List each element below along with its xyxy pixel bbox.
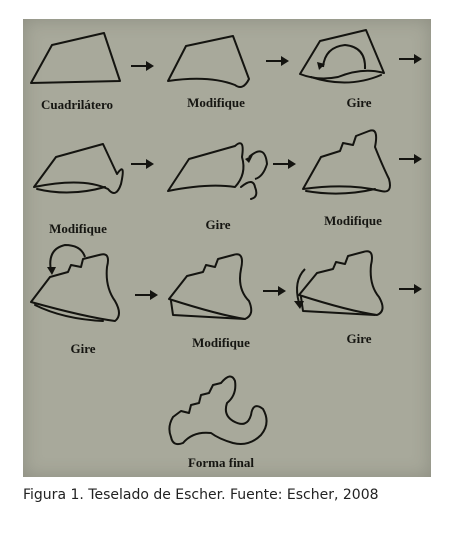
arrow-9 xyxy=(399,284,422,294)
step-label-5: Gire xyxy=(205,217,230,232)
arrow-3 xyxy=(399,54,422,64)
step-3-rotate: Gire xyxy=(299,29,385,110)
step-8-modify: Modifique xyxy=(168,253,253,350)
step-7-rotate: Gire xyxy=(30,243,120,356)
arrow-6 xyxy=(399,154,422,164)
arrow-8 xyxy=(263,286,286,296)
step-label-8: Modifique xyxy=(192,335,250,350)
step-2-modify: Modifique xyxy=(167,35,250,110)
caption-text: Teselado de Escher. Fuente: Escher, 2008 xyxy=(88,487,379,503)
step-label-6: Modifique xyxy=(324,213,382,228)
step-5-rotate: Gire xyxy=(167,142,269,232)
step-label-9: Gire xyxy=(346,331,371,346)
step-1-quadrilateral: Cuadrilátero xyxy=(30,32,121,112)
step-label-7: Gire xyxy=(70,341,95,356)
escher-tessellation-figure: Cuadrilátero Modifique Gire Modifique xyxy=(23,19,431,477)
arrow-4 xyxy=(131,159,154,169)
step-label-10: Forma final xyxy=(188,455,254,470)
step-6-modify: Modifique xyxy=(302,129,391,228)
arrow-7 xyxy=(135,290,158,300)
step-9-rotate: Gire xyxy=(294,250,384,346)
arrow-2 xyxy=(266,56,289,66)
step-4-modify: Modifique xyxy=(33,143,124,236)
step-label-1: Cuadrilátero xyxy=(41,97,113,112)
step-label-3: Gire xyxy=(346,95,371,110)
arrow-1 xyxy=(131,61,154,71)
step-label-4: Modifique xyxy=(49,221,107,236)
figure-caption: Figura 1. Teselado de Escher. Fuente: Es… xyxy=(23,484,408,506)
caption-prefix: Figura 1. xyxy=(23,487,84,503)
final-shape: Forma final xyxy=(168,375,268,470)
step-label-2: Modifique xyxy=(187,95,245,110)
arrow-5 xyxy=(273,159,296,169)
